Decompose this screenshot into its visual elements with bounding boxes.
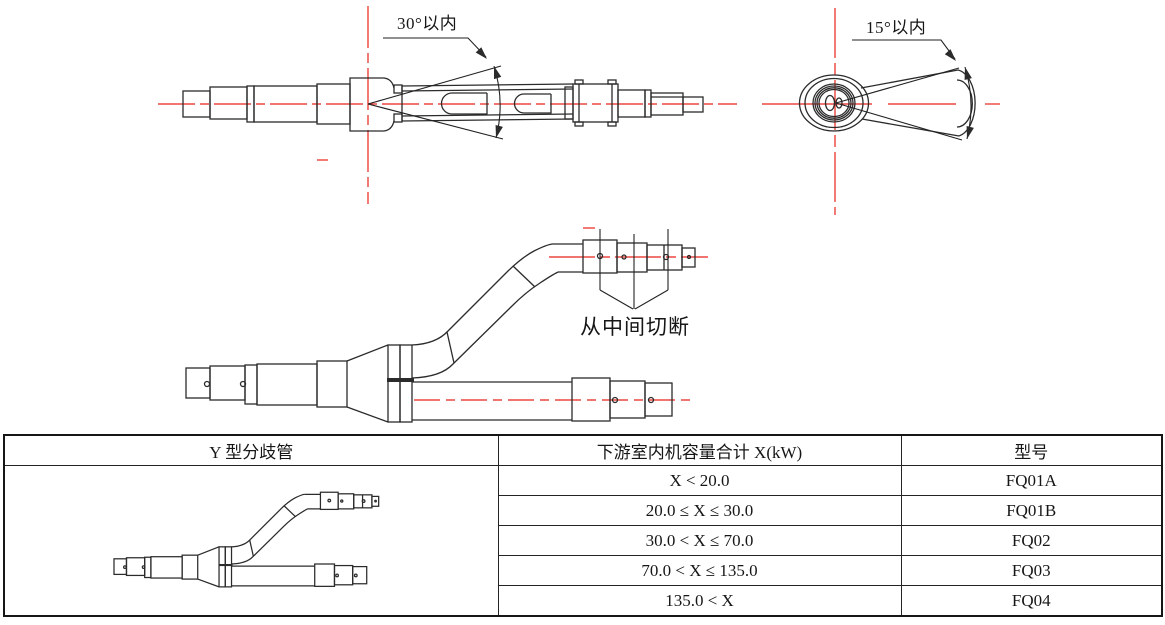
table-cell-model: FQ04	[900, 585, 1163, 617]
side-view-drawing	[158, 6, 737, 204]
table-row: 30.0 < X ≤ 70.0 FQ02	[4, 525, 1163, 556]
angle-label-30: 30°以内	[397, 14, 458, 33]
table-cell-range: 20.0 ≤ X ≤ 30.0	[497, 495, 902, 526]
table-cell-range: 30.0 < X ≤ 70.0	[497, 525, 902, 556]
end-view-centerlines	[762, 8, 1000, 215]
table-cell-range: 70.0 < X ≤ 135.0	[497, 555, 902, 586]
table-cell-model: FQ03	[900, 555, 1163, 586]
leader-line	[383, 37, 487, 58]
side-view-centerlines	[158, 6, 737, 204]
cut-note-label: 从中间切断	[580, 315, 690, 339]
table-cell-branch-drawing	[3, 465, 499, 617]
spec-table: Y 型分歧管 下游室内机容量合计 X(kW) 型号 X < 20.0 FQ01A…	[3, 434, 1163, 617]
leader-line	[852, 39, 956, 60]
end-view-drawing	[762, 8, 1000, 215]
table-row: 135.0 < X FQ04	[4, 585, 1163, 617]
table-cell-model: FQ01B	[900, 495, 1163, 526]
table-header-model: 型号	[900, 434, 1163, 466]
table-cell-range: 135.0 < X	[497, 585, 902, 617]
table-row: 70.0 < X ≤ 135.0 FQ03	[4, 555, 1163, 586]
table-row: 20.0 ≤ X ≤ 30.0 FQ01B	[4, 495, 1163, 526]
perspective-view-drawing	[184, 227, 708, 424]
table-cell-model: FQ02	[900, 525, 1163, 556]
table-header-capacity: 下游室内机容量合计 X(kW)	[497, 434, 902, 466]
table-header-row: Y 型分歧管 下游室内机容量合计 X(kW) 型号	[3, 434, 1163, 466]
end-view-pipe	[798, 69, 976, 137]
table-cell-range: X < 20.0	[497, 465, 902, 496]
side-view-pipe	[182, 77, 704, 132]
cut-lines	[599, 229, 669, 310]
angle-label-15: 15°以内	[866, 18, 927, 37]
table-cell-model: FQ01A	[900, 465, 1163, 496]
table-row: X < 20.0 FQ01A	[3, 465, 1163, 617]
table-header-branch: Y 型分歧管	[3, 434, 499, 466]
